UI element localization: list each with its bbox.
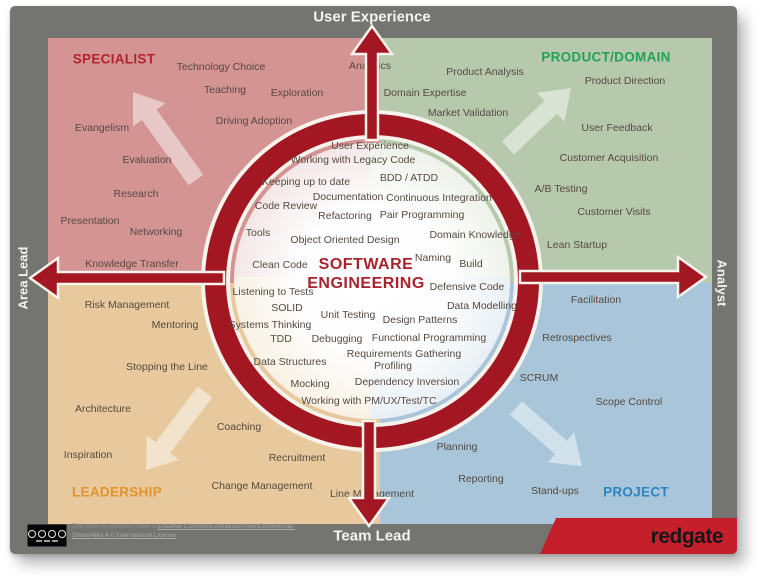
cc-badge-text-row [36, 539, 58, 542]
cc-license-badge [27, 524, 67, 547]
practice-label: Build [459, 258, 483, 270]
skill-label: Facilitation [570, 294, 622, 306]
practice-label: Working with Legacy Code [290, 154, 416, 166]
practice-label: Naming [414, 252, 452, 264]
practice-label: Systems Thinking [228, 319, 312, 331]
center-title: SOFTWARE ENGINEERING [307, 255, 425, 293]
category-label: LEADERSHIP [71, 484, 163, 500]
skill-label: Lean Startup [546, 239, 608, 251]
category-label: PRODUCT/DOMAIN [541, 49, 671, 65]
practice-label: Unit Testing [320, 309, 376, 321]
skill-label: Research [113, 188, 159, 200]
skill-label: Technology Choice [176, 61, 266, 73]
skill-label: Architecture [74, 403, 132, 415]
skill-label: Recruitment [268, 452, 326, 464]
skill-label: Domain Expertise [383, 87, 467, 99]
skill-label: Inspiration [63, 449, 113, 461]
cc-by-icon [38, 529, 46, 538]
skill-label: Line Management [329, 488, 415, 500]
skill-label: Presentation [60, 215, 120, 227]
skill-label: Product Analysis [446, 66, 524, 78]
practice-label: Documentation [312, 191, 384, 203]
skill-label: Mentoring [151, 319, 199, 331]
skill-label: Retrospectives [542, 332, 612, 344]
skill-label: User Feedback [581, 122, 653, 134]
center-title-line2: ENGINEERING [307, 275, 425, 292]
practice-label: TDD [270, 333, 292, 345]
center-title-line1: SOFTWARE [318, 256, 414, 273]
cc-badge-bar [44, 539, 50, 542]
practice-label: Continuous Integration [386, 192, 492, 204]
practice-label: Profiling [374, 360, 412, 372]
practice-label: Dependency Inversion [354, 376, 460, 388]
skill-label: Knowledge Transfer [85, 258, 179, 270]
cc-icons-row [28, 529, 66, 538]
practice-label: Refactoring [318, 210, 372, 222]
practice-label: Debugging [311, 333, 363, 345]
practice-label: Keeping up to date [261, 176, 351, 188]
skill-label: Customer Visits [577, 206, 651, 218]
skill-label: Change Management [211, 480, 313, 492]
practice-label: Listening to Tests [232, 286, 314, 298]
practice-label: Object Oriented Design [290, 234, 400, 246]
skill-label: Scope Control [595, 396, 663, 408]
skill-label: A/B Testing [534, 183, 588, 195]
skill-label: Exploration [270, 87, 324, 99]
practice-label: User Experience [331, 140, 409, 152]
bottom-axis-label: Team Lead [333, 527, 411, 545]
practice-label: Requirements Gathering [346, 348, 462, 360]
skill-label: Risk Management [84, 299, 170, 311]
cc-badge-bar [52, 539, 58, 542]
skill-label: Planning [436, 441, 478, 453]
right-axis-label: Analyst [714, 259, 730, 307]
skill-label: Market Validation [427, 107, 509, 119]
practice-label: Clean Code [252, 259, 308, 271]
redgate-logo: redgate [650, 524, 724, 548]
practice-label: SOLID [271, 302, 303, 314]
practice-label: Mocking [290, 378, 330, 390]
license-prefix: This work is licensed under a [72, 523, 158, 530]
cc-nc-icon [48, 529, 56, 538]
cc-icon [28, 529, 36, 538]
skill-label: Analytics [348, 60, 392, 72]
top-axis-label: User Experience [313, 8, 431, 26]
skill-label: Networking [129, 226, 183, 238]
license-text: This work is licensed under a Creative C… [72, 523, 312, 540]
practice-label: Working with PM/UX/Test/TC [301, 395, 437, 407]
skill-label: Driving Adoption [215, 115, 293, 127]
skill-label: Teaching [203, 84, 247, 96]
category-label: SPECIALIST [72, 51, 156, 67]
skill-label: Coaching [216, 421, 262, 433]
practice-label: Tools [245, 227, 271, 239]
skill-label: Evaluation [122, 154, 172, 166]
license-link[interactable]: Creative Commons Attribution-NonCommerci… [72, 523, 295, 539]
practice-label: BDD / ATDD [379, 172, 439, 184]
skill-label: Evangelism [74, 122, 130, 134]
skill-label: Stopping the Line [126, 361, 208, 373]
practice-label: Domain Knowledge [429, 229, 521, 241]
practice-label: Pair Programming [379, 209, 465, 221]
practice-label: Code Review [254, 200, 318, 212]
skill-label: SCRUM [519, 372, 559, 384]
practice-label: Functional Programming [371, 332, 487, 344]
practice-label: Defensive Code [429, 281, 505, 293]
category-label: PROJECT [603, 484, 669, 500]
skill-label: Reporting [458, 473, 504, 485]
skill-label: Product Direction [584, 75, 666, 87]
practice-label: Data Structures [253, 356, 327, 368]
left-axis-label: Area Lead [15, 246, 31, 310]
practice-label: Data Modelling [446, 300, 518, 312]
redgate-banner: redgate [540, 518, 737, 554]
cc-badge-bar [36, 539, 42, 542]
cc-sa-icon [58, 529, 66, 538]
skill-label: Stand-ups [531, 485, 579, 497]
skill-label: Customer Acquisition [559, 152, 659, 164]
practice-label: Design Patterns [382, 314, 458, 326]
